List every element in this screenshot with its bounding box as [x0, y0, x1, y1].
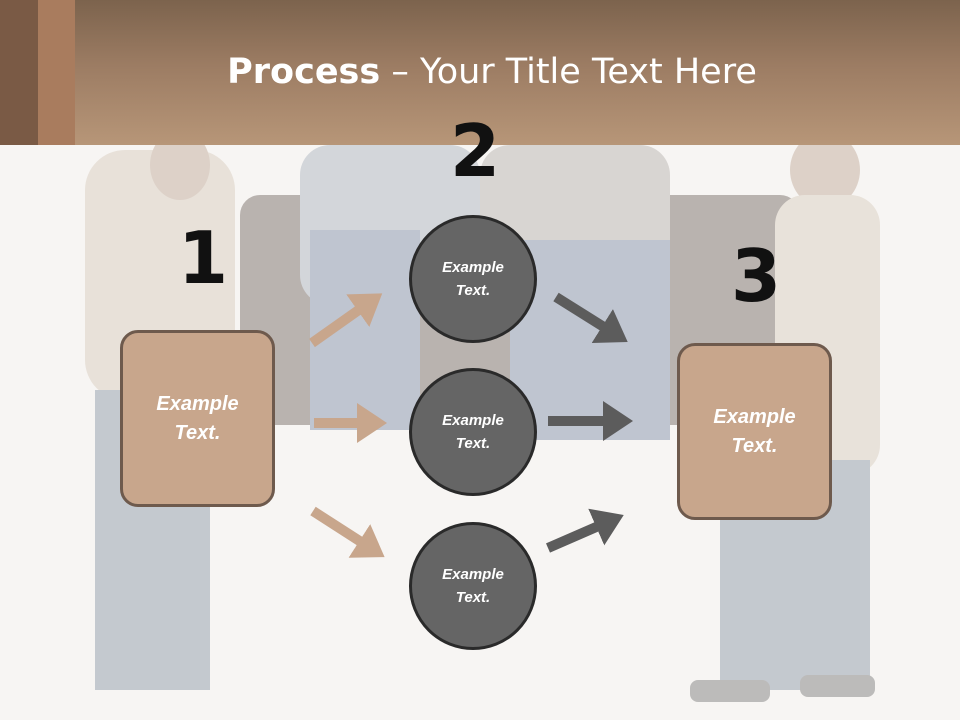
circle-1[interactable]: Example Text.: [409, 215, 537, 343]
arrow-from-circle-3: [546, 508, 624, 553]
circle-2-text: Example Text.: [442, 412, 504, 452]
arrow-to-circle-1: [309, 293, 383, 348]
slide-title: Process – Your Title Text Here: [0, 52, 960, 92]
step-number-1: 1: [178, 216, 229, 300]
circle-3-text: Example Text.: [442, 566, 504, 606]
title-bar: Process – Your Title Text Here: [0, 0, 960, 145]
right-box-text: Example Text.: [713, 405, 796, 457]
step-number-2: 2: [450, 109, 501, 193]
title-rest: – Your Title Text Here: [380, 52, 757, 92]
arrow-from-circle-1: [553, 292, 628, 343]
left-box-text: Example Text.: [156, 392, 239, 444]
circle-3[interactable]: Example Text.: [409, 522, 537, 650]
step-number-3: 3: [731, 234, 782, 318]
header-accent-strip: [0, 0, 38, 145]
title-bold: Process: [227, 52, 381, 92]
left-text-box[interactable]: Example Text.: [120, 330, 275, 507]
header-accent-strip: [38, 0, 75, 145]
circle-1-text: Example Text.: [442, 259, 504, 299]
circle-2[interactable]: Example Text.: [409, 368, 537, 496]
arrow-to-circle-3: [310, 506, 385, 558]
right-text-box[interactable]: Example Text.: [677, 343, 832, 520]
